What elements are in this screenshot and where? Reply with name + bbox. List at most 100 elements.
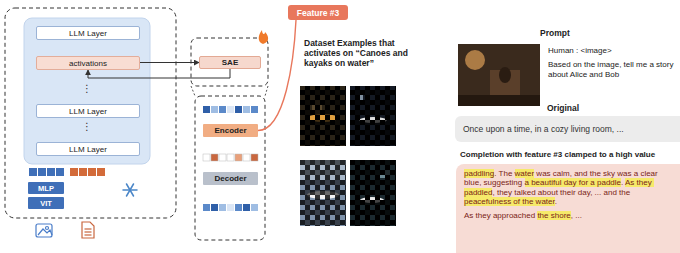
example-image-part [300,86,346,146]
box-label: activations [69,59,107,68]
mlp-box: MLP [28,182,64,194]
ellipsis: ⋮ [81,84,93,94]
image-tokens-part [29,168,37,176]
example-image-part [350,160,396,226]
image-tokens-part [56,168,64,176]
paragraph: paddling. The water was calm, and the sk… [464,169,672,207]
decoder-box: Decoder [203,172,258,185]
example-image-part [350,86,396,146]
snowflake-icon-part [127,184,134,196]
image-icon-part [38,229,52,235]
image-icon [36,224,52,237]
image-tokens-part [47,168,55,176]
llm-layer: LLM Layer [36,142,140,156]
box-label: LLM Layer [69,145,107,154]
document-icon-part [85,228,92,229]
image-icon-part [36,224,52,237]
prompt-image-part [458,95,540,106]
output-text: As they approached [464,211,537,220]
document-icon [82,222,94,238]
feature-vector-part [211,154,218,161]
text-tokens [70,168,105,176]
output-box: Once upon a time, in a cozy living room,… [455,116,680,142]
output-vector-part [243,204,250,211]
output-vector-part [251,204,258,211]
sae-frame [191,38,268,86]
vit-box: VIT [28,197,64,209]
output-box: paddling. The water was calm, and the sk… [456,164,680,253]
zoom-lines-part [265,86,268,96]
document-icon-part [85,234,92,235]
box-label: VIT [40,199,52,208]
output-text: Once upon a time, in a cozy living room,… [463,124,624,134]
encoder-box: Encoder [203,124,258,137]
connector [258,20,296,131]
box-label: Encoder [214,126,246,135]
feature-vector [203,154,258,161]
output-vector-part [219,204,226,211]
connector [140,62,199,63]
image-icon-part [46,227,49,230]
example-image-part [350,160,396,226]
feature-vector-part [227,154,234,161]
box-label: Decoder [214,174,246,183]
box-label: MLP [38,184,54,193]
text-tokens-part [88,168,96,176]
input-vector-part [227,106,234,113]
output-heading: Completion with feature #3 clamped to a … [460,150,680,160]
fire-icon [259,30,268,44]
image-tokens-part [38,168,46,176]
output-vector-part [211,204,218,211]
text-tokens-part [97,168,105,176]
input-vector-part [243,106,250,113]
example-image [350,160,396,226]
input-vector-part [219,106,226,113]
highlighted-text: peacefulness of the water [464,197,555,206]
ellipsis: ⋮ [81,122,93,132]
input-vector-part [211,106,218,113]
feature-tag: Feature #3 [288,5,348,20]
feature-vector-part [251,154,258,161]
feature-vector-part [203,154,210,161]
highlighted-text: a beautiful day for a paddle [525,178,622,187]
example-image-part [300,160,346,226]
example-image [300,86,346,146]
image-tokens [29,168,64,176]
completion-output: Completion with feature #3 clamped to a … [456,150,680,253]
example-image [300,160,346,226]
input-vector-part [251,106,258,113]
output-vector-part [227,204,234,211]
document-icon-part [85,231,92,232]
output-text: . The [494,169,514,178]
examples-caption: Dataset Examples that activates on “Cano… [304,38,422,69]
snowflake-icon-part [127,184,134,196]
input-vector [203,106,258,113]
output-text: , ... [571,211,582,220]
highlighted-text: the shore [537,211,570,220]
example-image [350,86,396,146]
llm-layer: LLM Layer [36,104,140,118]
prompt-image-part [458,44,540,106]
activations-box: activations [36,56,140,70]
snowflake-icon [123,184,137,196]
output-vector-part [235,204,242,211]
box-label: SAE [222,58,238,67]
input-vector-part [203,106,210,113]
sae-box: SAE [199,56,261,69]
llm-block [24,18,150,164]
prompt-text: Based on the image, tell me a story abou… [548,60,676,79]
highlighted-text: paddling [464,169,494,178]
sae-detail-frame [195,96,265,240]
output-text: . [555,197,557,206]
original-output: OriginalOnce upon a time, in a cozy livi… [455,103,680,142]
highlighted-text: water [515,169,535,178]
example-image-part [300,160,346,226]
zoom-lines-part [191,86,195,96]
box-label: Feature #3 [297,8,340,18]
prompt-text: Human : <image> [548,46,676,56]
paragraph: As they approached the shore, ... [464,211,672,221]
output-heading: Original [547,103,680,113]
model-frame [5,8,176,218]
output-text: , they talked about their day, ... and t… [492,188,632,197]
document-icon-part [82,222,94,238]
